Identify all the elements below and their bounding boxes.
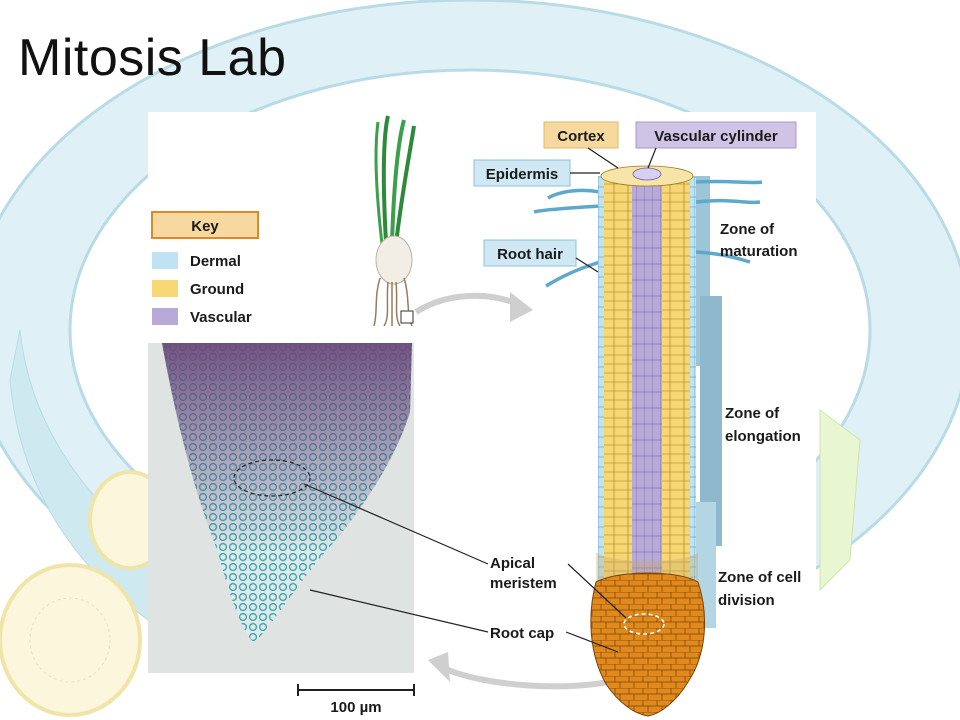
bg-cell-left-inner [29,597,111,683]
root-anatomy-figure: Key Dermal Ground Vascular 100 µm [148,112,816,720]
label-box-cortex [543,121,619,149]
label-zone-elongation-line2: elongation [725,428,801,445]
label-vascular-cylinder: Vascular cylinder [654,128,778,145]
label-root-cap: Root cap [490,625,554,642]
scale-bar-label: 100 µm [330,699,381,716]
label-epidermis: Epidermis [486,166,559,183]
label-box-root-hair [483,239,577,267]
root-vascular-cylinder [632,176,662,588]
bg-cell-left [0,563,142,717]
label-box-vascular-cylinder [635,121,797,149]
key-title-box [151,211,259,239]
label-root-hair: Root hair [497,246,563,263]
root-cap-shape [590,572,705,717]
label-cortex: Cortex [557,128,605,145]
zoom-arrow-right-head [510,292,533,322]
zoom-arrow-left [446,667,619,690]
scale-bar: 100 µm [297,684,415,716]
key-swatch-ground [152,280,178,297]
zoom-arrow-left-head [428,652,450,682]
key-title: Key [191,218,219,235]
micrograph-root-tip [148,343,414,673]
leader-lines [303,147,657,653]
key-swatch-dermal [152,252,178,269]
label-zone-maturation-line1: Zone of [720,221,775,238]
zone-bar-elongation [700,296,722,546]
label-box-epidermis [473,159,571,187]
root-meristem-circle [623,613,665,635]
slide-title: Mitosis Lab [18,29,287,87]
key-swatch-vascular [152,308,178,325]
magnify-box [400,310,414,324]
label-zone-division-line1: Zone of cell [718,569,801,586]
key-label-vascular: Vascular [190,309,252,326]
onion-plant-icon [373,115,416,327]
key-label-dermal: Dermal [190,253,241,270]
label-apical-meristem-line1: Apical [490,555,535,572]
micrograph-meristem-circle [233,459,311,497]
root-diagram [533,165,763,717]
key-legend: Key Dermal Ground Vascular [151,211,259,326]
label-apical-meristem-line2: meristem [490,575,557,592]
label-zone-elongation-line1: Zone of [725,405,780,422]
key-label-ground: Ground [190,281,244,298]
label-zone-maturation-line2: maturation [720,243,798,260]
bg-leaf-right [819,409,861,592]
label-zone-division-line2: division [718,592,775,609]
zoom-arrow-right [414,292,520,315]
